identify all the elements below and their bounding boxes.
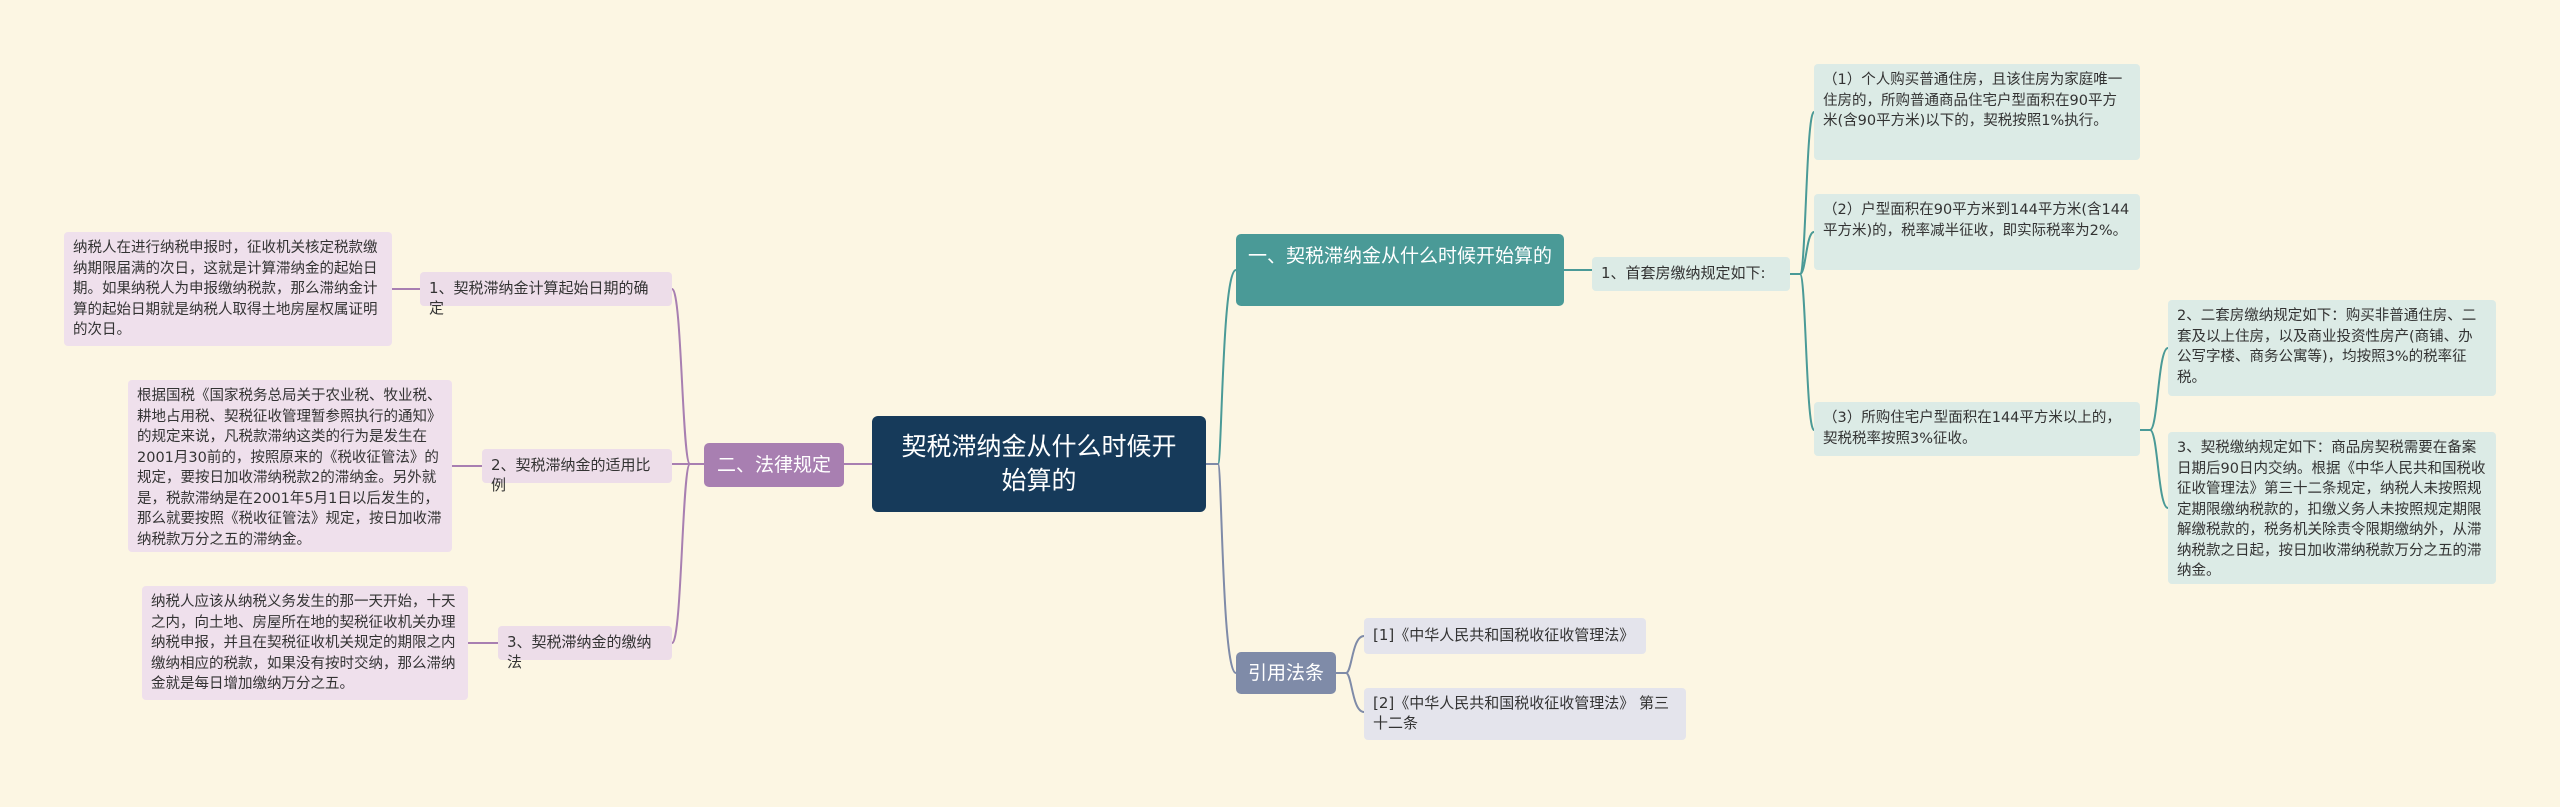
link-slate-item2	[1336, 672, 1365, 713]
sub-first-home-rules-label: 1、首套房缴纳规定如下:	[1601, 264, 1766, 282]
sub-payment-method-label: 3、契税滞纳金的缴纳法	[507, 633, 652, 671]
leaf-first-home-2[interactable]: （2）户型面积在90平方米到144平方米(含144平方米)的，税率减半征收，即实…	[1814, 194, 2140, 270]
leaf-payment-rules[interactable]: 3、契税缴纳规定如下：商品房契税需要在备案日期后90日内交纳。根据《中华人民共和…	[2168, 432, 2496, 584]
link-purple-sub1	[671, 288, 704, 465]
cited-law-1[interactable]: [1]《中华人民共和国税收征收管理法》	[1364, 618, 1646, 654]
leaf-second-home[interactable]: 2、二套房缴纳规定如下：购买非普通住房、二套及以上住房，以及商业投资性房产(商铺…	[2168, 300, 2496, 396]
leaf-rate[interactable]: 根据国税《国家税务总局关于农业税、牧业税、耕地占用税、契税征收管理暂参照执行的通…	[128, 380, 452, 552]
branch-cited-laws[interactable]: 引用法条	[1236, 652, 1336, 694]
leaf-first-home-1-text: （1）个人购买普通住房，且该住房为家庭唯一住房的，所购普通商品住宅户型面积在90…	[1823, 72, 2123, 129]
root-topic[interactable]: 契税滞纳金从什么时候开始算的	[872, 416, 1206, 512]
leaf-first-home-1[interactable]: （1）个人购买普通住房，且该住房为家庭唯一住房的，所购普通商品住宅户型面积在90…	[1814, 64, 2140, 160]
leaf-payment-method-text: 纳税人应该从纳税义务发生的那一天开始，十天之内，向土地、房屋所在地的契税征收机关…	[151, 594, 456, 692]
link-slate-item1	[1336, 635, 1365, 674]
leaf-payment-method[interactable]: 纳税人应该从纳税义务发生的那一天开始，十天之内，向土地、房屋所在地的契税征收机关…	[142, 586, 468, 700]
branch-legal-provisions[interactable]: 二、法律规定	[704, 443, 844, 487]
cited-law-2-text: [2]《中华人民共和国税收征收管理法》 第三十二条	[1373, 694, 1670, 732]
sub-rate[interactable]: 2、契税滞纳金的适用比例	[482, 449, 672, 494]
link-sub-leaf1	[1790, 111, 1815, 275]
leaf-first-home-3-text: （3）所购住宅户型面积在144平方米以上的，契税税率按照3%征收。	[1823, 410, 2121, 447]
leaf-payment-rules-text: 3、契税缴纳规定如下：商品房契税需要在备案日期后90日内交纳。根据《中华人民共和…	[2177, 440, 2486, 579]
link-root-slate	[1206, 463, 1237, 674]
sub-start-date-label: 1、契税滞纳金计算起始日期的确定	[429, 279, 649, 317]
branch-cited-laws-label: 引用法条	[1247, 662, 1324, 684]
sub-rate-label: 2、契税滞纳金的适用比例	[491, 456, 651, 494]
link-sub-leaf3	[1790, 273, 1815, 431]
branch-start-time-label: 一、契税滞纳金从什么时候开始算的	[1248, 245, 1553, 267]
link-leaf3-extra2	[2140, 429, 2169, 509]
leaf-second-home-text: 2、二套房缴纳规定如下：购买非普通住房、二套及以上住房，以及商业投资性房产(商铺…	[2177, 308, 2477, 386]
sub-start-date[interactable]: 1、契税滞纳金计算起始日期的确定	[420, 272, 672, 317]
link-root-teal	[1206, 269, 1237, 465]
cited-law-2[interactable]: [2]《中华人民共和国税收征收管理法》 第三十二条	[1364, 688, 1686, 740]
leaf-rate-text: 根据国税《国家税务总局关于农业税、牧业税、耕地占用税、契税征收管理暂参照执行的通…	[137, 388, 442, 548]
cited-law-1-text: [1]《中华人民共和国税收征收管理法》	[1373, 626, 1635, 644]
link-leaf3-extra1	[2140, 347, 2169, 431]
branch-start-time[interactable]: 一、契税滞纳金从什么时候开始算的	[1236, 234, 1564, 306]
leaf-start-date-text: 纳税人在进行纳税申报时，征收机关核定税款缴纳期限届满的次日，这就是计算滞纳金的起…	[73, 240, 378, 338]
leaf-first-home-3[interactable]: （3）所购住宅户型面积在144平方米以上的，契税税率按照3%征收。	[1814, 402, 2140, 456]
link-purple-sub3	[671, 463, 704, 644]
root-title: 契税滞纳金从什么时候开始算的	[901, 432, 1177, 495]
sub-first-home-rules[interactable]: 1、首套房缴纳规定如下:	[1592, 257, 1790, 291]
branch-legal-provisions-label: 二、法律规定	[716, 454, 831, 476]
leaf-start-date[interactable]: 纳税人在进行纳税申报时，征收机关核定税款缴纳期限届满的次日，这就是计算滞纳金的起…	[64, 232, 392, 346]
leaf-first-home-2-text: （2）户型面积在90平方米到144平方米(含144平方米)的，税率减半征收，即实…	[1823, 202, 2130, 239]
sub-payment-method[interactable]: 3、契税滞纳金的缴纳法	[498, 626, 672, 671]
